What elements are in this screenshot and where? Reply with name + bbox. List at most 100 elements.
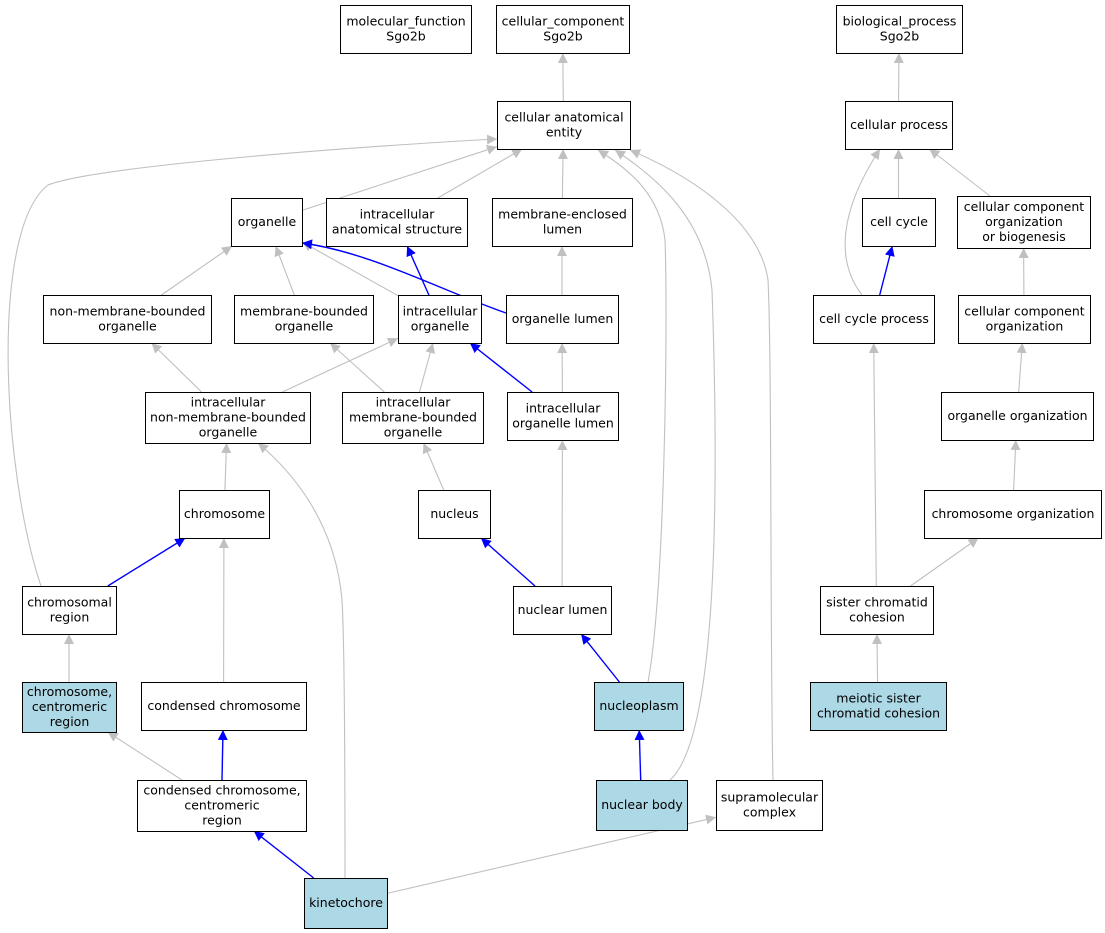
node-label: intracellular xyxy=(526,401,602,416)
node-label: cohesion xyxy=(849,610,905,625)
edge-organelle-organization-to-cellular-component-organization xyxy=(1016,342,1027,393)
node-nucleus[interactable]: nucleus xyxy=(418,490,491,539)
node-cell-cycle[interactable]: cell cycle xyxy=(862,198,936,247)
node-label: Sgo2b xyxy=(386,29,425,44)
edge-supramolecular-complex-to-cellular-anatomical-entity xyxy=(629,149,774,781)
node-box xyxy=(941,392,1094,441)
edge-intracellular-organelle-lumen-to-intracellular-organelle xyxy=(469,342,533,393)
node-box xyxy=(810,682,947,731)
edge-intracellular-mbo-to-membrane-bounded-organelle xyxy=(329,342,385,393)
node-box xyxy=(43,295,212,344)
edge-chromosomal-region-to-cellular-anatomical-entity xyxy=(7,134,498,587)
edge-kinetochore-to-intracellular-nmbo xyxy=(257,442,346,879)
node-box xyxy=(506,295,619,344)
edge-cell-cycle-process-to-cellular-process xyxy=(844,148,881,296)
node-label: organelle lumen xyxy=(512,416,614,431)
node-chromosome-organization[interactable]: chromosome organization xyxy=(924,490,1102,539)
node-box xyxy=(398,295,482,344)
node-condensed-chromosome[interactable]: condensed chromosome xyxy=(141,682,307,731)
node-nuclear-body[interactable]: nuclear body xyxy=(596,780,688,831)
node-label: entity xyxy=(546,125,583,140)
node-box xyxy=(820,586,934,635)
node-label: centromeric xyxy=(32,699,107,714)
node-label: anatomical structure xyxy=(332,222,462,237)
node-label: chromosome xyxy=(184,506,265,521)
node-chromosome[interactable]: chromosome xyxy=(179,490,270,539)
node-label: cellular component xyxy=(964,199,1084,214)
node-label: organelle xyxy=(98,319,157,334)
node-label: nucleus xyxy=(430,506,478,521)
node-label: organelle xyxy=(238,214,297,229)
node-label: sister chromatid xyxy=(826,595,928,610)
node-label: cellular_component xyxy=(502,14,625,29)
node-intracellular-nmbo[interactable]: intracellularnon-membrane-boundedorganel… xyxy=(145,392,311,444)
node-label: organelle xyxy=(411,319,470,334)
edge-nuclear-lumen-to-nucleus xyxy=(480,537,536,587)
edge-sister-chromatid-cohesion-to-chromosome-organization xyxy=(910,537,979,587)
node-label: or biogenesis xyxy=(982,229,1066,244)
edge-nucleoplasm-to-cellular-anatomical-entity xyxy=(597,149,667,683)
node-label: organelle lumen xyxy=(512,311,614,326)
node-label: non-membrane-bounded xyxy=(150,410,306,425)
edge-nuclear-body-to-nucleoplasm xyxy=(634,729,645,781)
node-label: nucleoplasm xyxy=(599,698,678,713)
edge-kinetochore-to-condensed-chromosome-centromeric-region xyxy=(253,830,315,879)
node-label: supramolecular xyxy=(721,790,819,805)
node-box xyxy=(340,5,472,54)
edge-chromosomal-region-to-chromosome xyxy=(107,537,186,587)
edge-intracellular-mbo-to-intracellular-organelle xyxy=(418,342,436,393)
node-organelle-lumen[interactable]: organelle lumen xyxy=(506,295,619,344)
node-label: membrane-bounded xyxy=(349,410,477,425)
node-label: cellular component xyxy=(964,304,1084,319)
node-label: membrane-enclosed xyxy=(498,207,627,222)
node-label: region xyxy=(50,714,90,729)
node-label: complex xyxy=(743,805,796,820)
edge-condensed-chromosome-centromeric-region-to-condensed-chromosome xyxy=(217,729,228,781)
edge-chromosome-to-intracellular-nmbo xyxy=(221,442,232,491)
node-organelle-organization[interactable]: organelle organization xyxy=(941,392,1094,441)
node-label: lumen xyxy=(543,222,582,237)
node-nucleoplasm[interactable]: nucleoplasm xyxy=(594,682,684,731)
node-kinetochore[interactable]: kinetochore xyxy=(304,878,388,929)
node-cellular-process[interactable]: cellular process xyxy=(845,101,953,150)
edge-membrane-enclosed-lumen-to-cellular-anatomical-entity xyxy=(557,148,568,199)
node-label: intracellular xyxy=(376,395,452,410)
node-box xyxy=(231,198,303,247)
node-nuclear-lumen[interactable]: nuclear lumen xyxy=(513,586,612,635)
node-cell-cycle-process[interactable]: cell cycle process xyxy=(813,295,935,344)
node-box xyxy=(326,198,468,247)
node-box xyxy=(304,878,388,929)
node-box xyxy=(141,682,307,731)
node-label: cell cycle process xyxy=(819,311,929,326)
node-label: region xyxy=(50,610,90,625)
node-organelle[interactable]: organelle xyxy=(231,198,303,247)
node-box xyxy=(958,295,1091,344)
node-label: intracellular xyxy=(191,395,267,410)
node-box xyxy=(924,490,1102,539)
node-box xyxy=(497,101,631,150)
node-label: chromatid cohesion xyxy=(817,706,940,721)
node-label: chromosome organization xyxy=(932,506,1095,521)
node-label: organization xyxy=(986,319,1064,334)
node-label: condensed chromosome xyxy=(147,698,301,713)
